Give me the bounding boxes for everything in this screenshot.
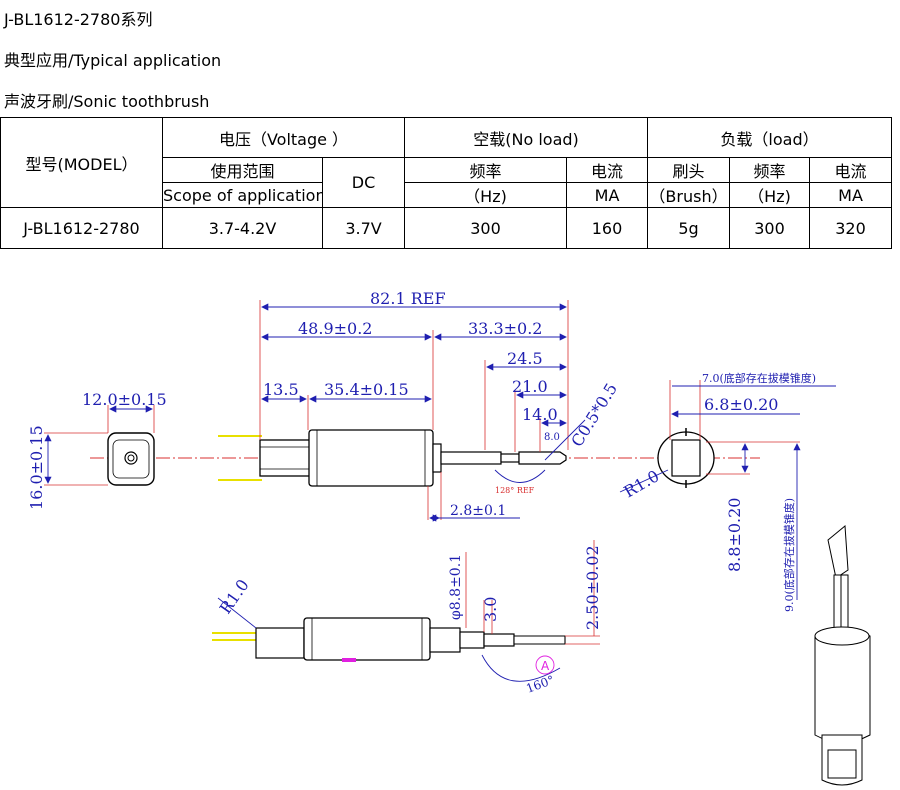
voltage-header: 电压（Voltage ） bbox=[161, 117, 406, 158]
shaft-length-label: 33.3±0.2 bbox=[468, 319, 542, 338]
application-use-label: 声波牙刷/Sonic toothbrush bbox=[4, 92, 210, 111]
mark-a-label: A bbox=[541, 659, 550, 673]
note-9-0-label: 9.0(底部存在拔模锥度) bbox=[782, 498, 796, 612]
dim-3-0-label: 3.0 bbox=[481, 597, 500, 622]
dim-8-8-label: 8.8±0.20 bbox=[725, 498, 744, 572]
motor-top-view bbox=[90, 429, 760, 487]
typical-application-label: 典型应用/Typical application bbox=[4, 51, 222, 70]
page-title: J-BL1612-2780系列 bbox=[4, 10, 153, 29]
dim-2-8-label: 2.8±0.1 bbox=[450, 503, 506, 519]
radius-r1-end-label: R1.0 bbox=[621, 466, 663, 501]
radius-r1-side-label: R1.0 bbox=[216, 576, 253, 618]
noload-current-zh: 电流 bbox=[566, 157, 649, 183]
dim-14-0-label: 14.0 bbox=[522, 405, 558, 424]
dc-header: DC bbox=[321, 157, 406, 208]
diameter-8-8-label: φ8.8±0.1 bbox=[448, 554, 464, 620]
load-freq-unit: （Hz) bbox=[729, 182, 811, 208]
motor-front-view bbox=[107, 432, 155, 486]
noload-freq-unit: （Hz) bbox=[404, 182, 568, 208]
noload-freq-zh: 频率 bbox=[404, 157, 568, 183]
motor-side-view bbox=[212, 617, 566, 662]
brush-value: 5g bbox=[647, 207, 731, 249]
noload-header: 空载(No load) bbox=[404, 117, 649, 158]
load-current-unit: MA bbox=[809, 182, 893, 208]
body-length-label: 48.9±0.2 bbox=[298, 319, 372, 338]
model-value: J-BL1612-2780 bbox=[0, 207, 163, 249]
top-dimensions bbox=[259, 300, 569, 520]
ref-length-label: 82.1 REF bbox=[370, 289, 446, 308]
model-header: 型号(MODEL） bbox=[0, 117, 163, 208]
noload-current-value: 160 bbox=[566, 207, 649, 249]
motor-3d-sketch bbox=[814, 524, 871, 786]
dim-24-5-label: 24.5 bbox=[507, 349, 543, 368]
range-value: 3.7-4.2V bbox=[162, 207, 323, 249]
dim-35-4-label: 35.4±0.15 bbox=[324, 380, 409, 399]
spec-table: 型号(MODEL） 电压（Voltage ） 空载(No load) 负载（lo… bbox=[0, 117, 893, 249]
noload-current-unit: MA bbox=[566, 182, 649, 208]
usage-range-zh: 使用范围 bbox=[162, 157, 323, 183]
dim-13-5-label: 13.5 bbox=[263, 380, 299, 399]
motor-end-view bbox=[657, 428, 715, 488]
dim-2-50-label: 2.50±0.02 bbox=[583, 545, 602, 630]
load-current-zh: 电流 bbox=[809, 157, 893, 183]
chamfer-label: C0.5*0.5 bbox=[567, 380, 621, 450]
angle-160-label: 160° bbox=[524, 673, 556, 696]
angle-128-label: 128° REF bbox=[495, 486, 535, 495]
load-freq-value: 300 bbox=[729, 207, 811, 249]
load-header: 负载（load） bbox=[647, 117, 893, 158]
table-row: J-BL1612-2780 3.7-4.2V 3.7V 300 160 5g 3… bbox=[0, 207, 893, 249]
load-current-value: 320 bbox=[809, 207, 893, 249]
dim-8-0-label: 8.0 bbox=[544, 432, 560, 443]
dim-21-0-label: 21.0 bbox=[512, 377, 548, 396]
load-freq-zh: 频率 bbox=[729, 157, 811, 183]
front-height-label: 16.0±0.15 bbox=[27, 425, 46, 510]
brush-en: （Brush） bbox=[647, 182, 731, 208]
brush-zh: 刷头 bbox=[647, 157, 731, 183]
note-7-0-label: 7.0(底部存在拔模锥度) bbox=[702, 371, 816, 385]
technical-drawing: 82.1 REF 48.9±0.2 33.3±0.2 24.5 21.0 14.… bbox=[27, 289, 871, 786]
usage-range-en: Scope of application bbox=[162, 182, 323, 208]
front-width-label: 12.0±0.15 bbox=[82, 390, 167, 409]
dim-6-8-label: 6.8±0.20 bbox=[704, 395, 778, 414]
noload-freq-value: 300 bbox=[404, 207, 568, 249]
dc-value: 3.7V bbox=[321, 207, 406, 249]
